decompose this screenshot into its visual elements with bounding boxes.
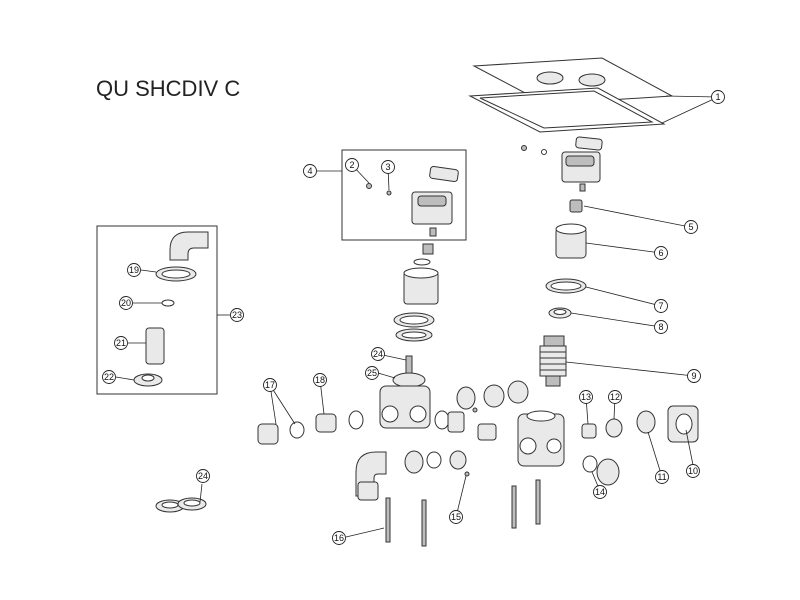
callout-24: 24 [371, 347, 385, 361]
diverter-spindle [392, 355, 426, 388]
svg-text:2: 2 [349, 160, 354, 170]
svg-text:18: 18 [315, 375, 325, 385]
spout-parts [133, 231, 209, 387]
bonnet-nut-right [555, 199, 587, 259]
callout-6: 6 [654, 246, 668, 260]
callout-5: 5 [684, 220, 698, 234]
callout-19: 19 [127, 263, 141, 277]
callout-1: 1 [711, 90, 725, 104]
o-rings-right [545, 278, 587, 319]
callout-20: 20 [119, 296, 133, 310]
gasket-plate [468, 87, 666, 133]
callout-2: 2 [345, 158, 359, 172]
svg-text:12: 12 [610, 392, 620, 402]
svg-text:10: 10 [688, 466, 698, 476]
callout-18: 18 [313, 373, 327, 387]
svg-text:24: 24 [198, 471, 208, 481]
callout-21: 21 [114, 336, 128, 350]
valve-body-right [517, 410, 565, 467]
svg-text:8: 8 [658, 322, 663, 332]
svg-text:16: 16 [334, 533, 344, 543]
callout-10: 10 [686, 464, 700, 478]
thermostatic-cartridge [539, 335, 567, 387]
callout-7: 7 [654, 299, 668, 313]
center-stack [393, 243, 439, 342]
svg-text:15: 15 [451, 512, 461, 522]
svg-text:11: 11 [657, 472, 666, 482]
svg-text:20: 20 [121, 298, 131, 308]
cover-plate [472, 57, 674, 105]
callout-9: 9 [687, 369, 701, 383]
callout-24-loose: 24 [196, 469, 210, 483]
diagram-title: QU SHCDIV C [96, 76, 240, 101]
handle-assembly-box [341, 149, 467, 241]
loose-escutcheons [155, 497, 207, 513]
svg-text:1: 1 [715, 92, 720, 102]
svg-text:5: 5 [688, 222, 693, 232]
callout-4: 4 [303, 164, 317, 178]
callout-11: 11 [655, 470, 669, 484]
callout-22: 22 [102, 370, 116, 384]
svg-text:6: 6 [658, 248, 663, 258]
small-parts-right [581, 405, 699, 486]
callout-8: 8 [654, 320, 668, 334]
bottom-parts [355, 450, 541, 547]
svg-text:21: 21 [116, 338, 126, 348]
callout-16: 16 [332, 531, 346, 545]
callout-23: 23 [230, 308, 244, 322]
svg-text:4: 4 [307, 166, 312, 176]
svg-text:25: 25 [367, 368, 377, 378]
svg-text:22: 22 [104, 372, 114, 382]
handle-knob-right [521, 136, 603, 192]
callout-14: 14 [593, 485, 607, 499]
handle-knob-left [366, 165, 459, 237]
svg-text:24: 24 [373, 349, 383, 359]
svg-text:23: 23 [232, 310, 242, 320]
spout-parts-box [96, 225, 218, 395]
valve-body-left [379, 385, 431, 429]
svg-text:19: 19 [129, 265, 139, 275]
callout-3: 3 [381, 160, 395, 174]
fittings-17-18 [257, 413, 337, 445]
svg-text:13: 13 [581, 392, 591, 402]
callout-13: 13 [579, 390, 593, 404]
fittings-row [348, 380, 529, 441]
callout-25: 25 [365, 366, 379, 380]
callout-15: 15 [449, 510, 463, 524]
svg-text:3: 3 [385, 162, 390, 172]
callout-17: 17 [263, 378, 277, 392]
callout-12: 12 [608, 390, 622, 404]
svg-text:7: 7 [658, 301, 663, 311]
svg-text:14: 14 [595, 487, 605, 497]
svg-text:17: 17 [265, 380, 275, 390]
svg-text:9: 9 [691, 371, 696, 381]
